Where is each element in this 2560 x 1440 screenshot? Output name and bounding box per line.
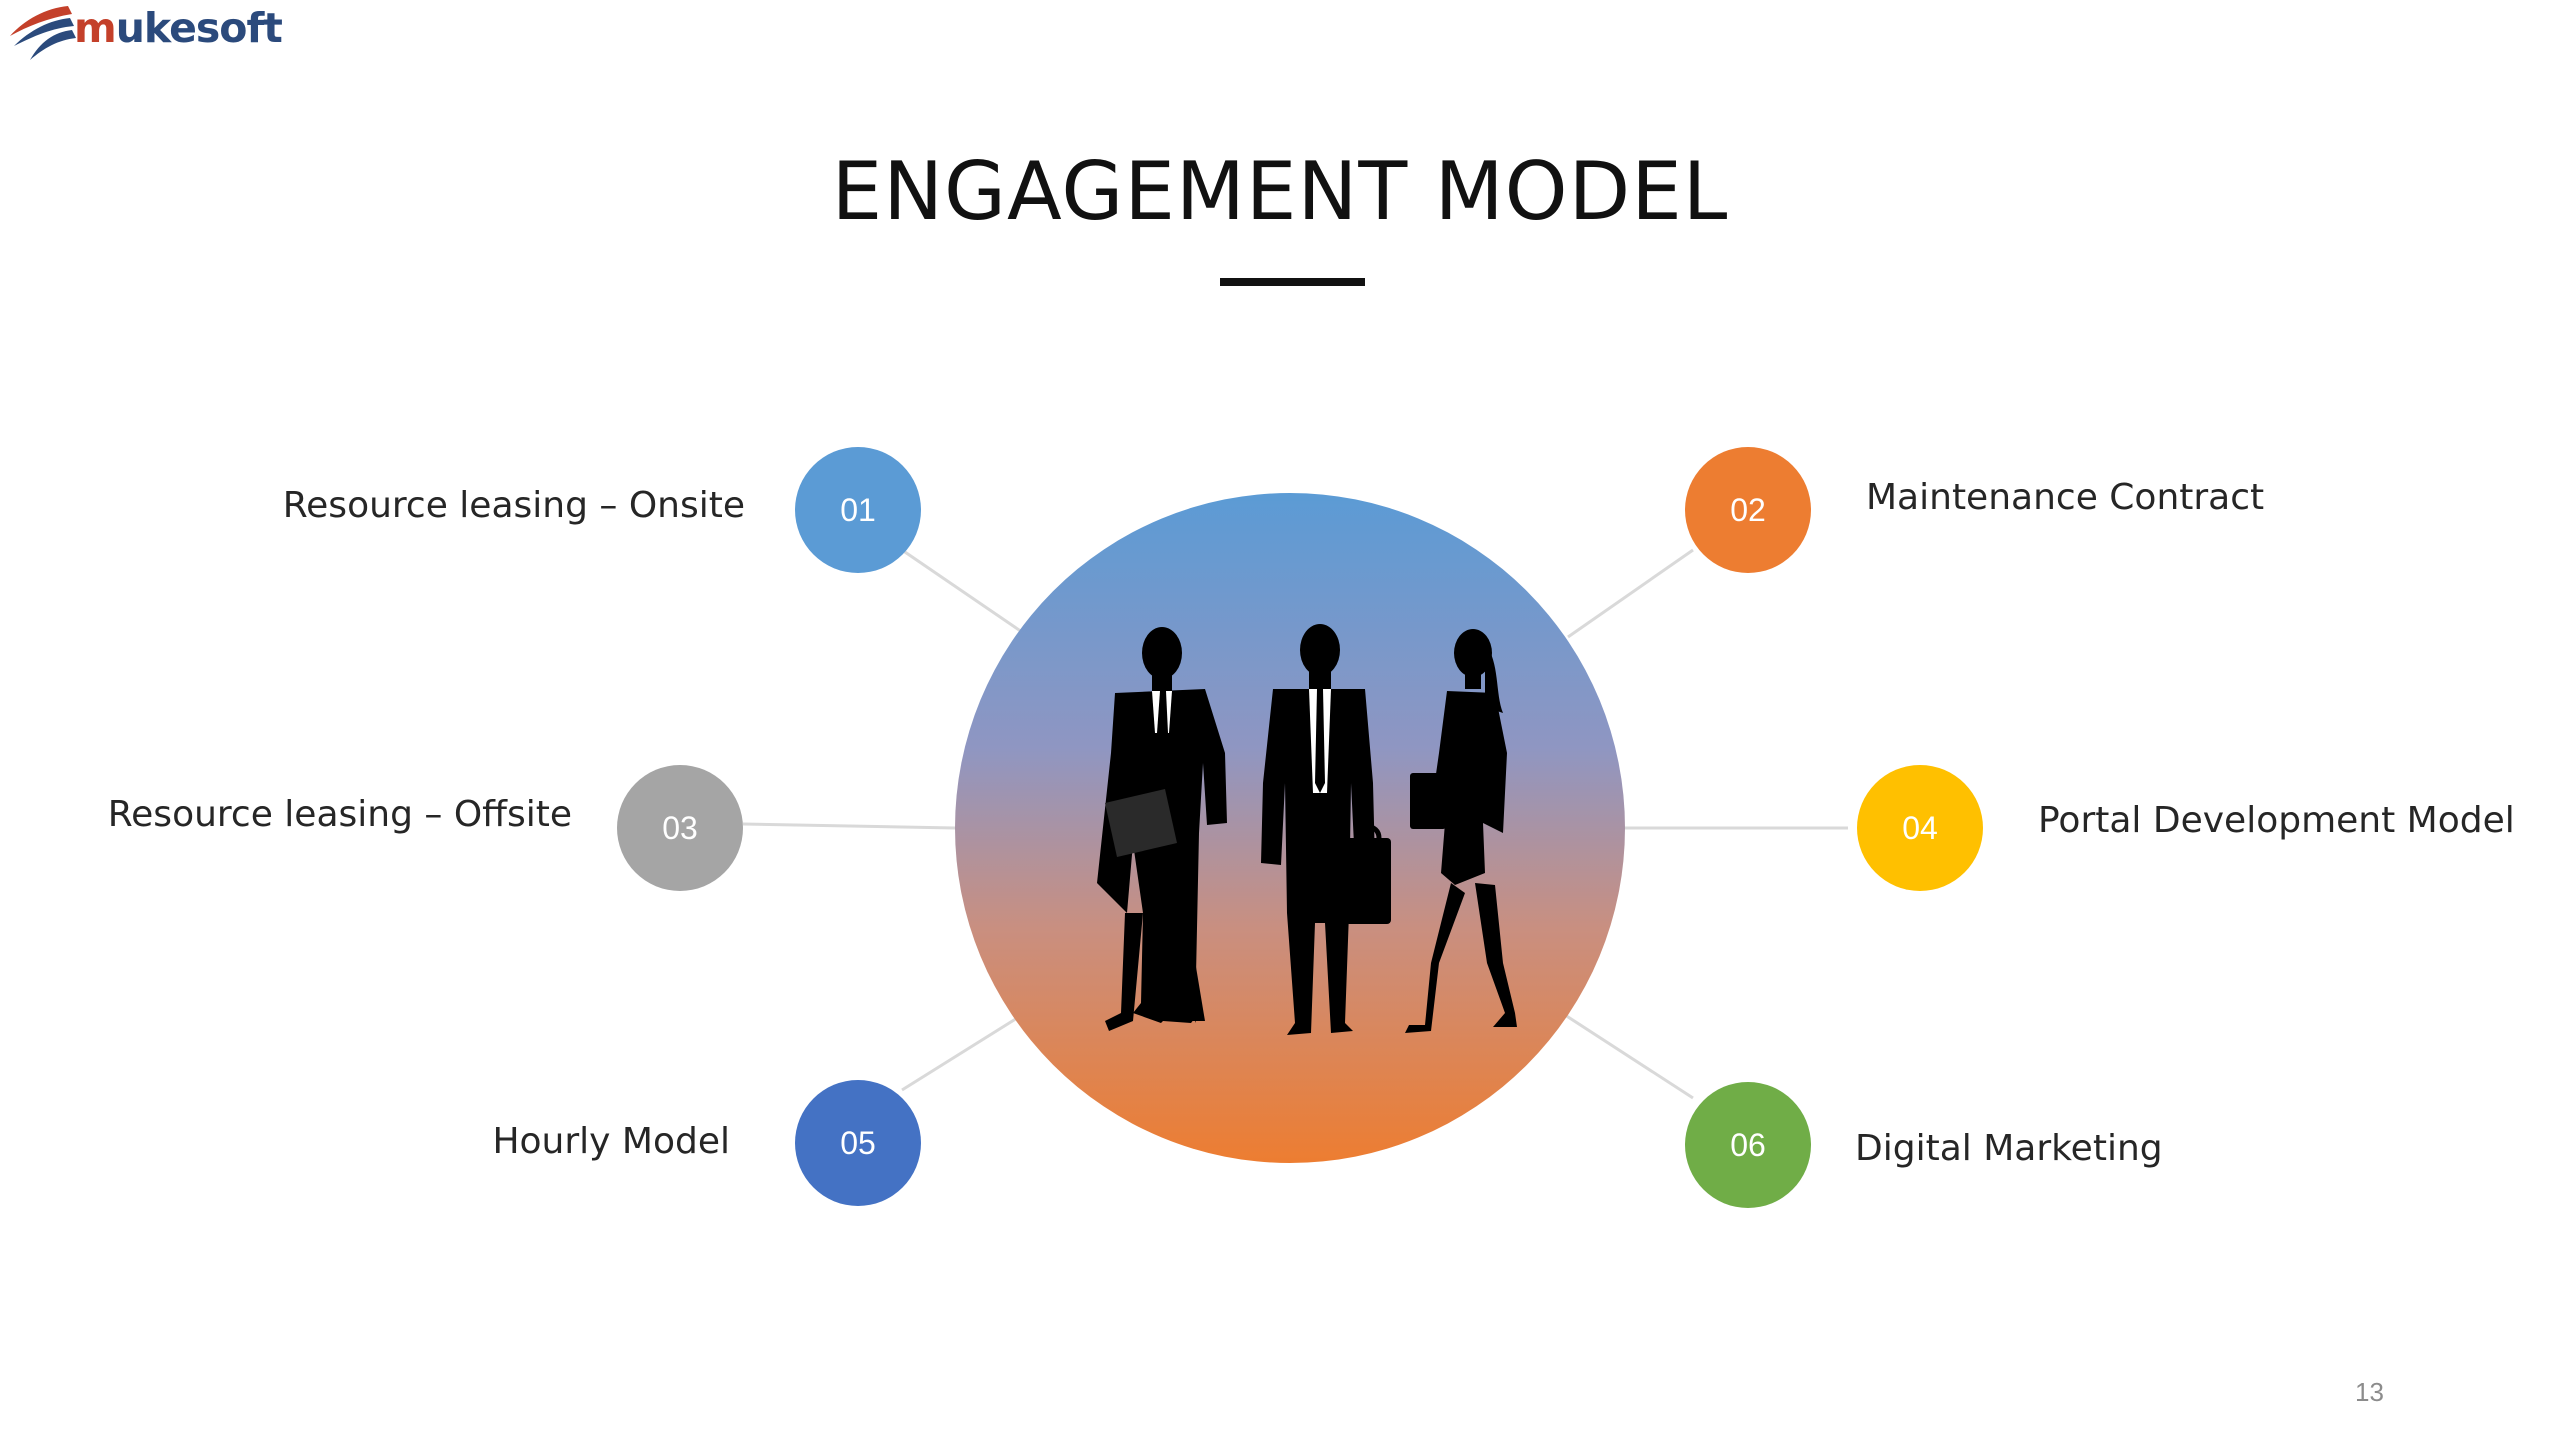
node-04-number: 04 xyxy=(1902,810,1938,846)
connector-05 xyxy=(901,1013,1023,1092)
logo-wordmark: mukesoft xyxy=(74,4,283,52)
node-03-number: 03 xyxy=(662,810,698,846)
company-logo: mukesoft xyxy=(6,0,316,80)
connector-01 xyxy=(901,548,1023,634)
node-06: 06 xyxy=(1685,1082,1811,1208)
node-01: 01 xyxy=(795,447,921,573)
node-02-number: 02 xyxy=(1730,492,1766,528)
business-people-silhouette-icon xyxy=(1097,624,1517,1035)
connector-06 xyxy=(1564,1013,1694,1100)
node-01-number: 01 xyxy=(840,492,876,528)
page-number: 13 xyxy=(2355,1377,2384,1407)
node-01-label: Resource leasing – Onsite xyxy=(282,485,745,526)
node-06-label: Digital Marketing xyxy=(1855,1128,2163,1169)
node-02-label: Maintenance Contract xyxy=(1866,477,2265,518)
connector-02 xyxy=(1567,548,1694,639)
slide-title: ENGAGEMENT MODEL xyxy=(831,145,1729,238)
node-04: 04 xyxy=(1857,765,1983,891)
node-04-label: Portal Development Model xyxy=(2038,800,2515,841)
node-03-label: Resource leasing – Offsite xyxy=(107,794,572,835)
node-05: 05 xyxy=(795,1080,921,1206)
node-05-number: 05 xyxy=(840,1125,876,1161)
swoosh-logo-icon xyxy=(10,6,76,60)
title-underline xyxy=(1220,278,1365,286)
hub-circle xyxy=(955,493,1625,1163)
node-05-label: Hourly Model xyxy=(492,1121,730,1162)
node-03: 03 xyxy=(617,765,743,891)
connector-03 xyxy=(742,822,956,830)
node-06-number: 06 xyxy=(1730,1127,1766,1163)
node-02: 02 xyxy=(1685,447,1811,573)
